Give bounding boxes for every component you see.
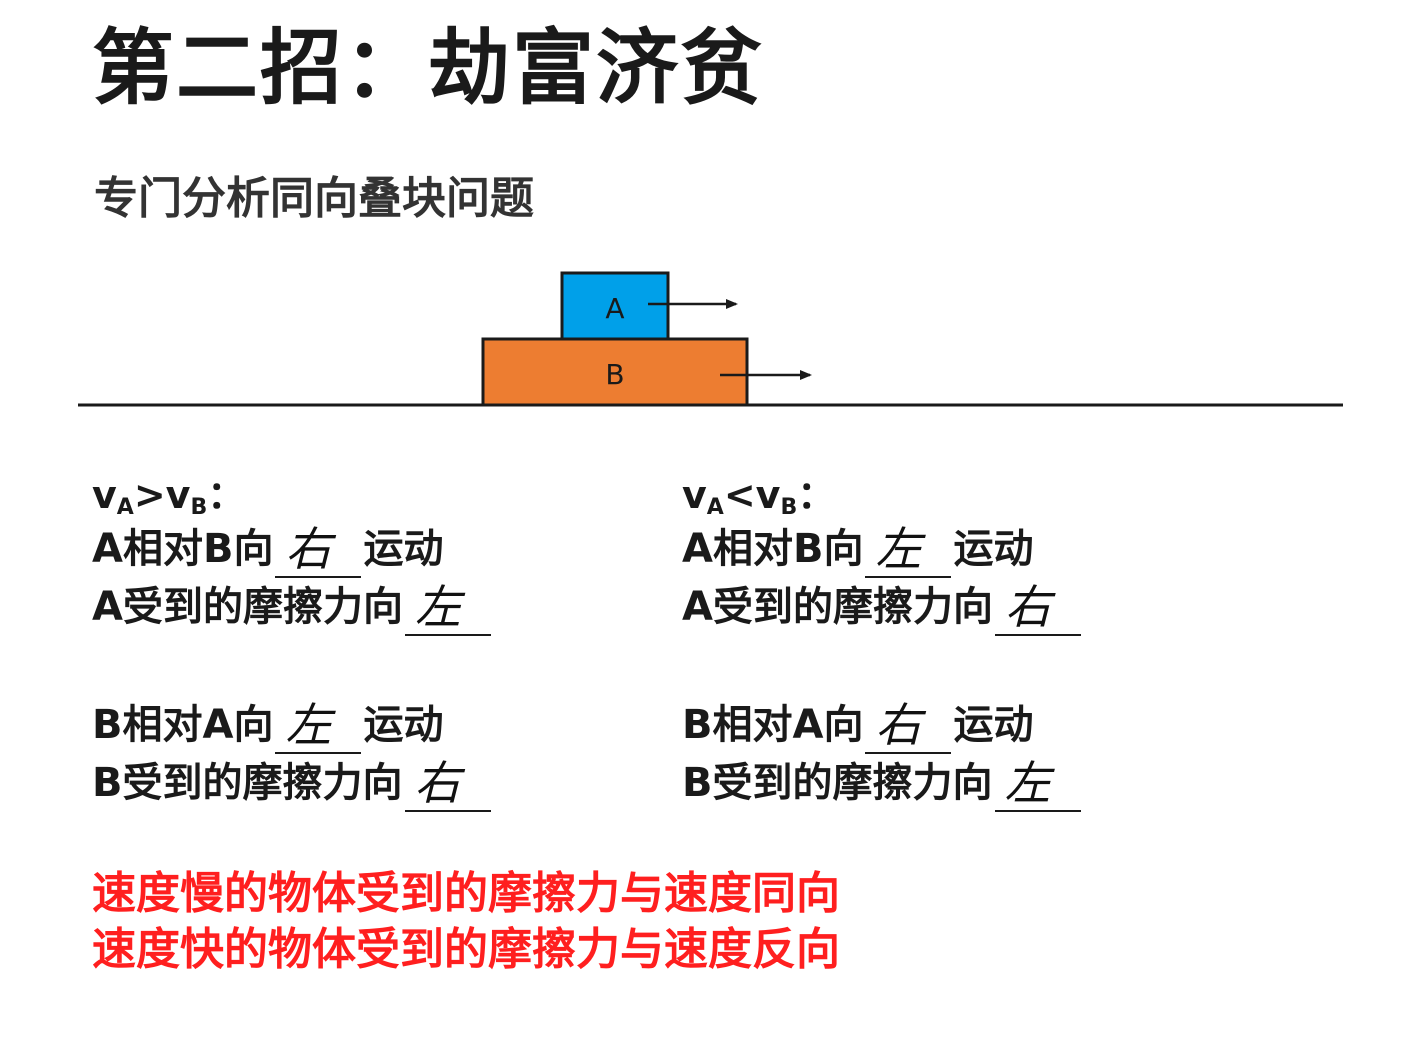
statement-b-friction: B受到的摩擦力向 左	[682, 754, 1083, 812]
statement-b-relative-motion: B相对A向 右 运动	[682, 698, 1034, 754]
answer-blank: 右	[994, 580, 1081, 636]
answer-blank: 右	[865, 698, 952, 754]
conclusion-fast: 速度快的物体受到的摩擦力与速度反向	[92, 924, 840, 975]
condition-label: vA>vB：	[92, 473, 246, 520]
statement-b-friction: B受到的摩擦力向 右	[92, 754, 493, 812]
statement-a-friction: A受到的摩擦力向 右	[682, 578, 1083, 636]
handwritten-answer: 右	[875, 698, 922, 752]
handwritten-answer: 左	[414, 580, 461, 634]
page-title: 第二招：劫富济贫	[92, 21, 765, 116]
statement-a-relative-motion: A相对B向 左 运动	[682, 522, 1034, 578]
answer-blank: 左	[275, 698, 362, 754]
answer-blank: 右	[275, 522, 362, 578]
condition-label: vA<vB：	[682, 473, 836, 520]
handwritten-answer: 右	[414, 756, 461, 810]
handwritten-answer: 右	[1004, 580, 1051, 634]
block-b-label: B	[605, 358, 624, 391]
case-va-less: vA<vB： A相对B向 左 运动 A受到的摩擦力向 右 B相对A向 右 运动 …	[682, 470, 1083, 812]
handwritten-answer: 左	[1004, 756, 1051, 810]
handwritten-answer: 左	[285, 698, 332, 752]
block-a	[560, 271, 670, 341]
handwritten-answer: 左	[875, 522, 922, 576]
block-b	[481, 337, 749, 407]
answer-blank: 左	[404, 580, 491, 636]
statement-a-friction: A受到的摩擦力向 左	[92, 578, 493, 636]
answer-blank: 右	[404, 756, 491, 812]
statement-b-relative-motion: B相对A向 左 运动	[92, 698, 444, 754]
answer-blank: 左	[865, 522, 952, 578]
conclusion-slow: 速度慢的物体受到的摩擦力与速度同向	[92, 868, 840, 919]
block-a-label: A	[605, 292, 624, 325]
statement-a-relative-motion: A相对B向 右 运动	[92, 522, 444, 578]
case-va-greater: vA>vB： A相对B向 右 运动 A受到的摩擦力向 左 B相对A向 左 运动 …	[92, 470, 493, 812]
page-subtitle: 专门分析同向叠块问题	[94, 173, 534, 224]
handwritten-answer: 右	[285, 522, 332, 576]
conclusion-block: 速度慢的物体受到的摩擦力与速度同向 速度快的物体受到的摩擦力与速度反向	[92, 866, 840, 978]
answer-blank: 左	[994, 756, 1081, 812]
